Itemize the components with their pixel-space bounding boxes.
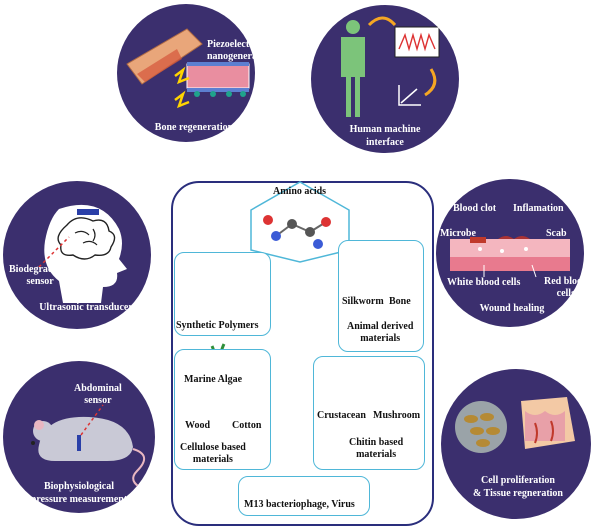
synthetic-polymers-label: Synthetic Polymers [176, 320, 259, 331]
inflamation-label: Inflamation [513, 203, 564, 214]
mushroom-label: Mushroom [373, 410, 421, 421]
chitin-box [313, 356, 425, 470]
white-blood-cells-label: White blood cells [447, 277, 521, 288]
virus-label: M13 bacteriophage, Virus [244, 499, 355, 510]
piezo-label: Piezoelectric nanogenerator [207, 39, 270, 62]
circle-cell-proliferation [441, 369, 591, 519]
cell-proliferation-label: Cell proliferation & Tissue regneration [472, 475, 563, 499]
silkworm-label: Silkworm [342, 296, 384, 307]
wound-healing-label: Wound healing [479, 303, 545, 314]
biodegradable-sensor-label: Biodegradable sensor [9, 264, 72, 287]
crustacean-label: Crustacean [317, 410, 366, 421]
circle-human-machine-interface [311, 5, 459, 153]
red-blood-cells-label: Red blood cells [544, 276, 588, 299]
virus-box [238, 476, 370, 516]
human-figure-illustration [341, 16, 440, 117]
circle-bone-regeneration [117, 4, 255, 142]
mouse-illustration [31, 404, 145, 490]
scab-label: Scab [546, 228, 567, 239]
circle-wound-healing [436, 179, 584, 327]
abdominal-sensor-label: Abdominal sensor [74, 383, 122, 406]
amino-acids-label: Amino acids [273, 186, 327, 197]
marine-algae-label: Marine Algae [184, 374, 243, 385]
wood-label: Wood [185, 420, 211, 431]
animal-derived-box [338, 240, 424, 352]
head-illustration [38, 204, 127, 303]
blood-clot-label: Blood clot [453, 203, 497, 214]
bone-label: Bone [389, 296, 411, 307]
microbe-label: Microbe [440, 228, 476, 239]
chitin-based-label: Chitin based materials [349, 437, 404, 460]
human-machine-interface-label: Human machine interface [349, 124, 421, 148]
cellulose-based-label: Cellulose based materials [180, 442, 246, 465]
circle-ultrasonic-transducer [3, 181, 151, 329]
synthetic-polymers-box [174, 252, 271, 336]
circle-pressure-measurement [3, 361, 155, 513]
animal-derived-label: Animal derived materials [347, 321, 414, 344]
ultrasonic-transducer-label: Ultrasonic transducer [39, 302, 133, 313]
cotton-label: Cotton [232, 420, 262, 431]
cellulose-box [174, 349, 271, 470]
bone-regeneration-label: Bone regeneration [154, 122, 234, 133]
tissue-illustration [455, 397, 575, 453]
pressure-measurement-label: Biophysiological pressure measurement [30, 481, 128, 505]
piezo-illustration [126, 28, 250, 109]
wound-illustration [450, 236, 570, 278]
